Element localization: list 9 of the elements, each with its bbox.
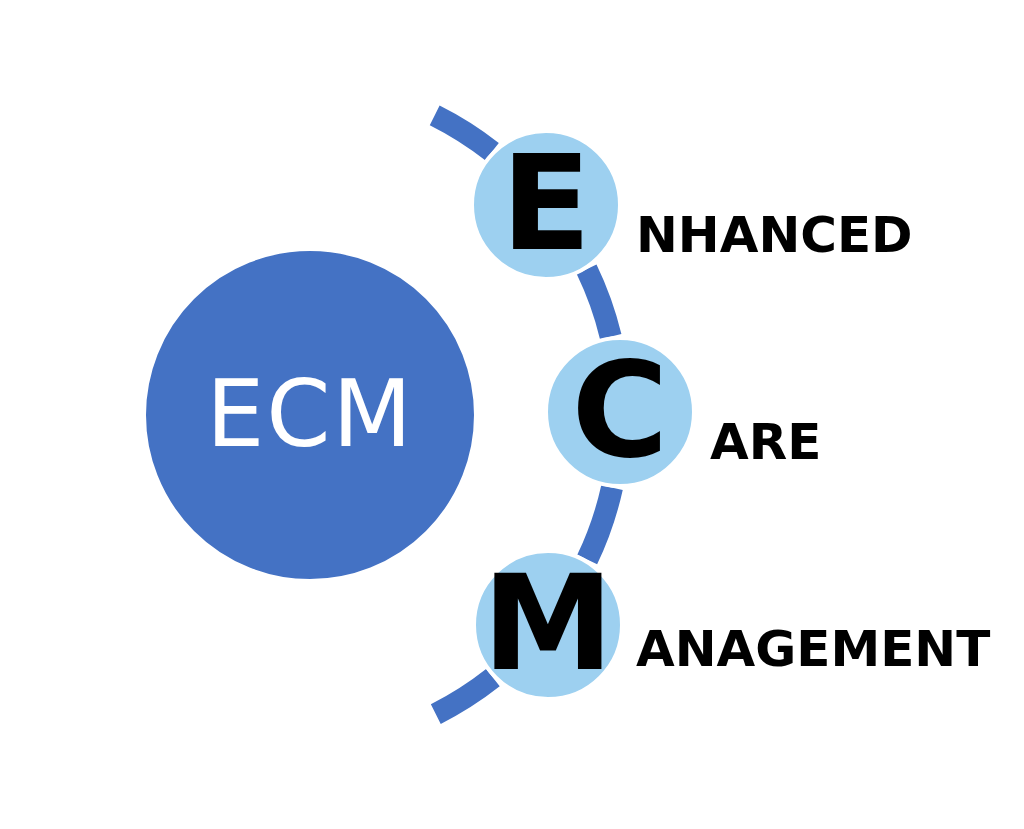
arc-connector: [576, 264, 622, 340]
arc-connector: [577, 484, 623, 565]
initial-letter: E: [500, 137, 592, 269]
word-remainder: ANAGEMENT: [636, 624, 991, 674]
initial-letter: M: [482, 557, 614, 689]
acronym-text: ECM: [206, 369, 414, 461]
initial-letter: C: [571, 344, 669, 476]
word-remainder: NHANCED: [636, 210, 913, 260]
word-remainder: ARE: [710, 417, 822, 467]
